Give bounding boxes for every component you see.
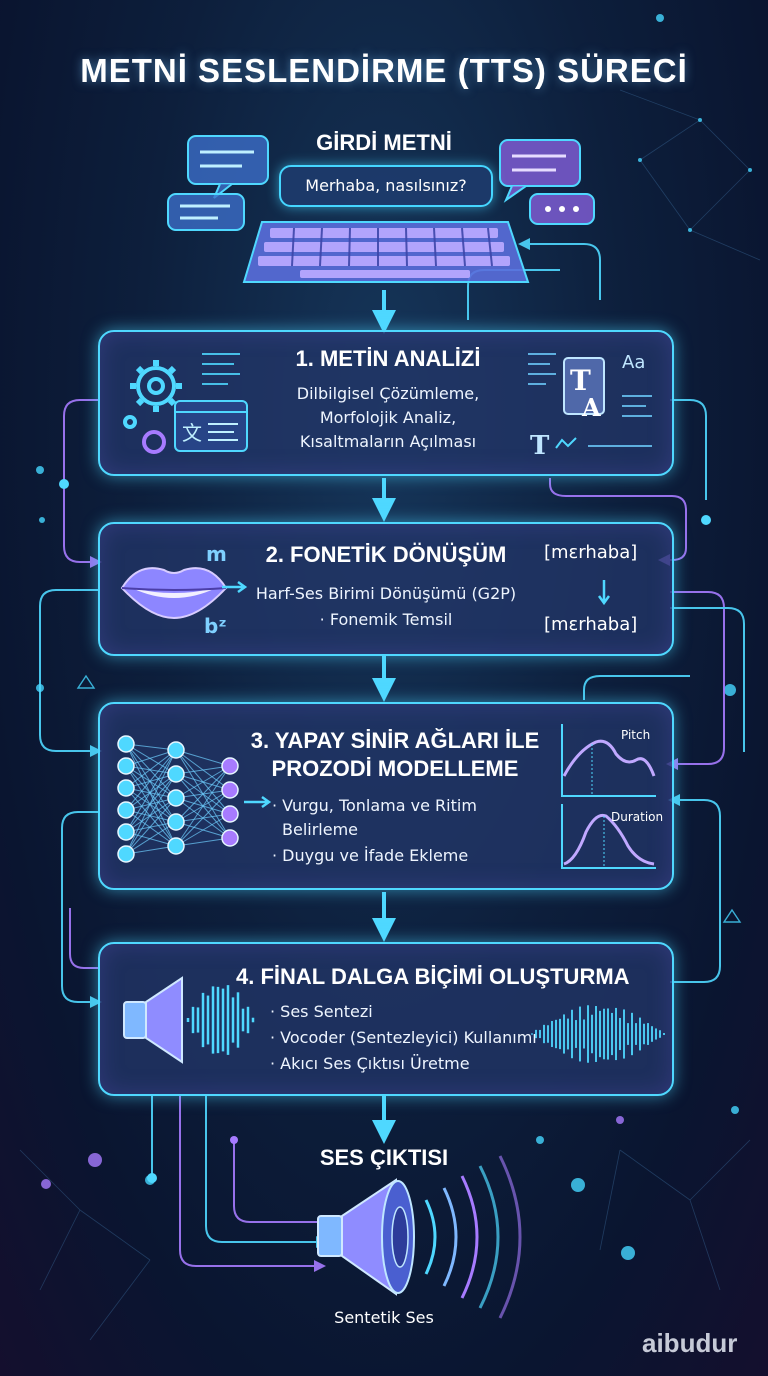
duration-label: Duration xyxy=(611,810,664,824)
stage-1-title: 1. METİN ANALİZİ xyxy=(295,346,481,371)
svg-text:T: T xyxy=(530,431,550,461)
stage-3-title-line-2: PROZODİ MODELLEME xyxy=(271,756,519,781)
stage-text-analysis: 文 1. METİN ANALİZİ Dilbilgisel Çözümleme… xyxy=(98,330,674,476)
stage-4-line-1: · Ses Sentezi xyxy=(270,1002,373,1021)
phoneme-after: [mɛrhaba] xyxy=(544,614,638,635)
output-sublabel: Sentetik Ses xyxy=(334,1308,434,1327)
stage-phonetic-conversion: m bᶻ 2. FONETİK DÖNÜŞÜM Harf-Ses Birimi … xyxy=(98,522,674,656)
input-text-sample: Merhaba, nasılsınız? xyxy=(279,165,493,207)
gears-icon xyxy=(123,353,240,454)
stage-prosody-modeling: 3. YAPAY SİNİR AĞLARI İLE PROZODİ MODELL… xyxy=(98,702,674,890)
translate-window-icon: 文 xyxy=(174,400,248,452)
chat-bubble-icon xyxy=(167,193,245,231)
diagram-title: METNİ SESLENDİRME (TTS) SÜRECİ xyxy=(80,52,688,89)
stage-3-line-1: · Vurgu, Tonlama ve Ritim xyxy=(272,796,477,815)
svg-text:文: 文 xyxy=(182,421,202,445)
svg-text:A: A xyxy=(581,393,601,422)
stage-4-line-3: · Akıcı Ses Çıktısı Üretme xyxy=(270,1054,470,1073)
waveform-left-icon xyxy=(186,985,255,1055)
phoneme-b-label: bᶻ xyxy=(204,614,227,638)
chat-bubble-icon xyxy=(529,193,595,225)
output-label: SES ÇIKTISI xyxy=(319,1145,449,1170)
stage-3-line-2: Belirleme xyxy=(282,820,359,839)
keyboard-icon xyxy=(242,221,530,283)
typography-icon: T A Aa T xyxy=(528,352,652,461)
stage-2-line-1: Harf-Ses Birimi Dönüşümü (G2P) xyxy=(255,584,517,603)
pitch-label: Pitch xyxy=(621,728,651,742)
arrow-down-icon xyxy=(597,580,611,606)
stage-1-line-1: Dilbilgisel Çözümleme, xyxy=(296,384,480,403)
stage-1-line-2: Morfolojik Analiz, xyxy=(319,408,457,427)
stage-4-line-2: · Vocoder (Sentezleyici) Kullanımı xyxy=(270,1028,537,1047)
svg-text:Aa: Aa xyxy=(622,352,645,373)
phoneme-before: [mɛrhaba] xyxy=(544,542,638,563)
stage-3-line-3: · Duygu ve İfade Ekleme xyxy=(272,846,469,865)
svg-text:T: T xyxy=(570,364,591,397)
duration-graph-icon xyxy=(561,804,656,869)
watermark-logo: aibudur xyxy=(642,1328,738,1358)
chat-bubble-icon xyxy=(499,139,581,203)
speaker-icon xyxy=(123,976,183,1064)
pitch-graph-icon xyxy=(561,724,656,797)
stage-2-line-2: · Fonemik Temsil xyxy=(319,610,453,629)
stage-4-title: 4. FİNAL DALGA BİÇİMİ OLUŞTURMA xyxy=(236,964,630,989)
input-label: GİRDİ METNİ xyxy=(316,130,452,155)
stage-3-title-line-1: 3. YAPAY SİNİR AĞLARI İLE xyxy=(250,728,540,753)
neural-network-icon xyxy=(117,735,272,863)
stage-2-title: 2. FONETİK DÖNÜŞÜM xyxy=(265,542,507,567)
arrow-right-icon xyxy=(222,580,248,594)
stage-waveform-generation: 4. FİNAL DALGA BİÇİMİ OLUŞTURMA · Ses Se… xyxy=(98,942,674,1096)
stage-1-line-3: Kısaltmaların Açılması xyxy=(299,432,477,451)
phoneme-m-label: m xyxy=(206,542,227,566)
lips-icon xyxy=(120,567,228,620)
waveform-right-icon xyxy=(531,1005,665,1063)
